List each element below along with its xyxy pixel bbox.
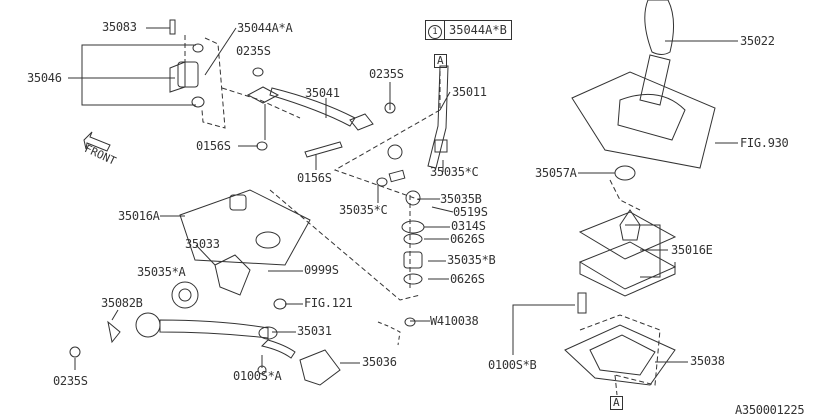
part-label[interactable]: 0235S [236, 44, 271, 58]
part-label[interactable]: 0314S [451, 219, 486, 233]
part-label[interactable]: 0999S [304, 263, 339, 277]
part-label[interactable]: 35083 [102, 20, 137, 34]
part-label[interactable]: 35035*C [430, 165, 479, 179]
part-label[interactable]: 35044A*A [237, 21, 293, 35]
part-label[interactable]: 35035*B [447, 253, 496, 267]
ref-marker-a-bottom: A [610, 396, 623, 410]
part-label[interactable]: 35041 [305, 86, 340, 100]
part-label[interactable]: W410038 [430, 314, 479, 328]
diagram-id: A350001225 [735, 403, 805, 417]
part-label[interactable]: 0626S [450, 232, 485, 246]
part-shapes [69, 0, 716, 386]
part-label[interactable]: 35035*A [137, 265, 186, 279]
part-label[interactable]: 0156S [196, 139, 231, 153]
part-label[interactable]: 35011 [452, 85, 487, 99]
part-label[interactable]: 0100S*B [488, 358, 537, 372]
guide-lines [184, 35, 661, 396]
figure-ref[interactable]: FIG.121 [304, 296, 353, 310]
part-label[interactable]: 0235S [53, 374, 88, 388]
part-label[interactable]: 0156S [297, 171, 332, 185]
part-label[interactable]: 35038 [690, 354, 725, 368]
part-label[interactable]: 0519S [453, 205, 488, 219]
legend-number: 1 [426, 21, 445, 39]
part-label[interactable]: 35016A [118, 209, 160, 223]
leader-lines [68, 27, 738, 370]
front-arrow-icon [83, 131, 111, 152]
part-label[interactable]: 35057A [535, 166, 577, 180]
ref-marker-a-top: A [434, 54, 447, 68]
legend-code: 35044A*B [449, 23, 507, 37]
part-label[interactable]: 0626S [450, 272, 485, 286]
part-label[interactable]: 35082B [101, 296, 143, 310]
part-label[interactable]: 35035*C [339, 203, 388, 217]
part-label[interactable]: 0235S [369, 67, 404, 81]
part-label[interactable]: 35035B [440, 192, 482, 206]
part-label[interactable]: 35036 [362, 355, 397, 369]
part-label[interactable]: 35046 [27, 71, 62, 85]
legend-box: 1 35044A*B [425, 20, 512, 40]
part-label[interactable]: 35016E [671, 243, 713, 257]
part-label[interactable]: 35033 [185, 237, 220, 251]
figure-ref[interactable]: FIG.930 [740, 136, 789, 150]
part-label[interactable]: 35022 [740, 34, 775, 48]
part-label[interactable]: 0100S*A [233, 369, 282, 383]
part-label[interactable]: 35031 [297, 324, 332, 338]
